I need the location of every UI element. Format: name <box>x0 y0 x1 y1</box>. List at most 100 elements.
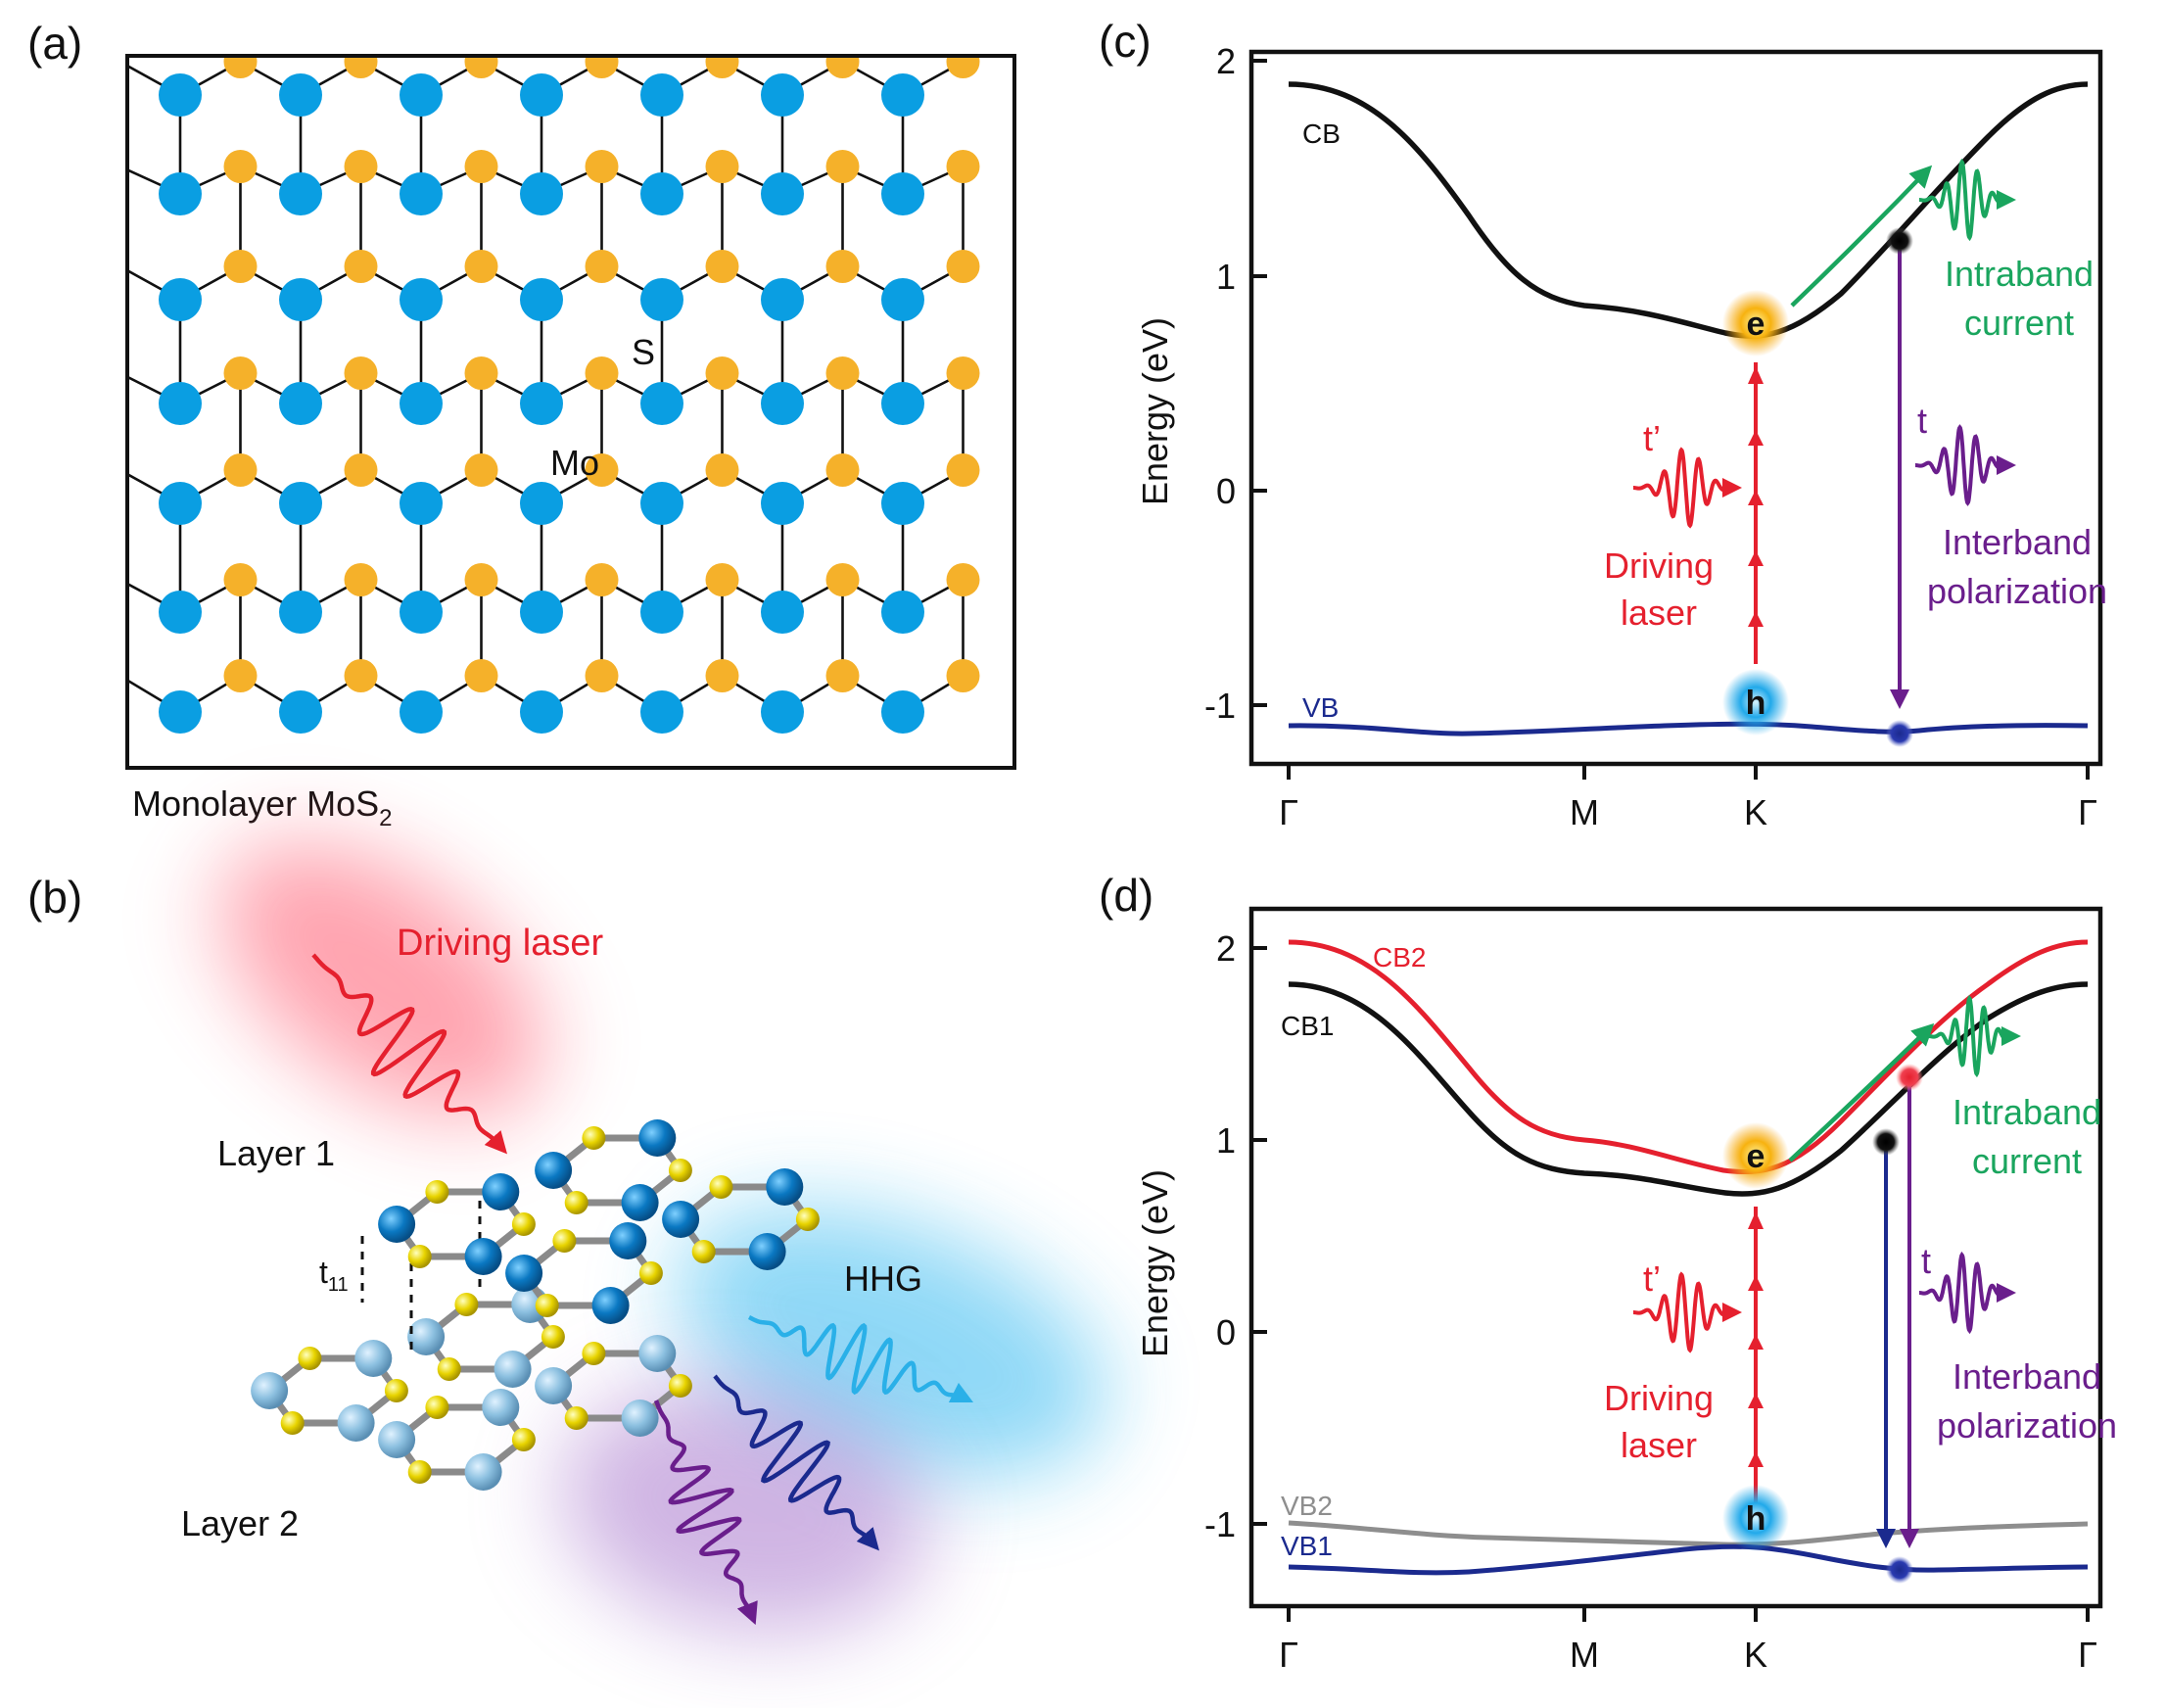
s-atom <box>223 58 258 78</box>
plot-c-interband-label-2: polarization <box>1927 571 2107 611</box>
plot-c-interband-wavepacket <box>1915 424 2016 506</box>
s-atom-3d <box>709 1175 733 1199</box>
panel-d: (d) Energy (eV) 2 1 0 -1 Γ M K Γ CB2 CB1… <box>1099 870 2117 1675</box>
plot-c-driving-label-1: Driving <box>1604 546 1714 586</box>
s-atom <box>223 659 258 692</box>
mo-atom-3d <box>251 1372 289 1409</box>
plot-c-xtick-gamma-left: Γ <box>1279 792 1298 832</box>
plot-c-xtick-k: K <box>1744 792 1767 832</box>
panel-b: (b) Driving laser Layer 1 Layer 2 HHG t1… <box>27 841 1106 1634</box>
mo-atom <box>761 690 804 734</box>
s-atom-3d <box>582 1342 606 1365</box>
plot-d-xtick-gamma-right: Γ <box>2078 1635 2097 1675</box>
plot-d-hole <box>1722 1485 1789 1551</box>
plot-d-electron-dot-cb1 <box>1872 1128 1900 1156</box>
plot-c-vb-label: VB <box>1302 692 1339 723</box>
plot-c-intraband-label-1: Intraband <box>1945 254 2094 294</box>
s-atom <box>344 356 378 390</box>
mo-atom-3d <box>621 1400 659 1437</box>
s-atom-3d <box>795 1208 820 1231</box>
plot-d-interband-label-1: Interband <box>1953 1356 2101 1397</box>
s-atom <box>344 453 378 487</box>
mo-atom <box>279 482 322 525</box>
mo-atom <box>279 278 322 321</box>
mo-atom-3d <box>494 1351 532 1388</box>
plot-c-driving-label-2: laser <box>1621 593 1697 633</box>
mo-atom <box>400 73 443 117</box>
panel-c-label: (c) <box>1099 16 1152 67</box>
mo-atom <box>881 482 924 525</box>
plot-c-hole-label: h <box>1746 685 1766 722</box>
s-atom-3d <box>437 1357 461 1381</box>
lattice-frame <box>125 54 1016 770</box>
mo-atom <box>400 591 443 634</box>
mo-atom <box>400 382 443 425</box>
mo-atom <box>881 73 924 117</box>
s-atom <box>344 659 378 692</box>
mo-atom-3d <box>505 1255 543 1292</box>
mo-atom <box>520 591 563 634</box>
mo-atom <box>159 278 202 321</box>
plot-c-cb-label: CB <box>1302 119 1341 149</box>
plot-d-hole-label: h <box>1746 1500 1766 1538</box>
mo-atom-3d <box>662 1201 700 1238</box>
harmonic-wave-navy <box>713 1374 879 1551</box>
mo-atom-3d <box>337 1404 375 1442</box>
s-atom <box>705 58 739 78</box>
mo-atom-3d <box>482 1389 520 1426</box>
plot-c-ytick-2: 2 <box>1216 41 1236 81</box>
s-atom-3d <box>511 1428 536 1451</box>
s-atom-3d <box>564 1191 588 1214</box>
plot-d-ylabel: Energy (eV) <box>1135 1169 1175 1357</box>
mo-atom <box>520 382 563 425</box>
s-atom <box>705 150 739 183</box>
mo-atom-3d <box>609 1222 647 1259</box>
s-atom-3d <box>535 1294 559 1317</box>
mo-atom <box>279 382 322 425</box>
s-atom-3d <box>638 1261 663 1285</box>
plot-d-cb2-curve <box>1288 939 2089 1175</box>
driving-laser-label: Driving laser <box>397 923 604 964</box>
s-atom <box>223 150 258 183</box>
mo-atom <box>761 482 804 525</box>
mo-atom <box>279 591 322 634</box>
mo-atom-3d <box>378 1206 416 1243</box>
interlayer-hopping-label: t11 <box>319 1255 349 1296</box>
plot-c-electron-dot <box>1886 227 1913 255</box>
plot-d-intraband-wavepacket <box>1928 994 2021 1078</box>
s-atom <box>344 250 378 283</box>
plot-c-photon-steps <box>1748 366 1764 627</box>
plot-d-electron-label: e <box>1747 1138 1765 1175</box>
mo-atom <box>159 172 202 215</box>
s-atom-3d <box>407 1460 432 1484</box>
s-atom-3d <box>407 1245 432 1268</box>
mo-atom <box>520 172 563 215</box>
s-atom <box>464 58 498 78</box>
hhg-emission-wave <box>747 1314 974 1403</box>
s-atom <box>585 356 619 390</box>
plot-d-frame <box>1248 906 2103 1609</box>
mo-atom-3d <box>638 1335 677 1372</box>
s-atom <box>946 453 980 487</box>
s-atom-3d <box>541 1325 565 1349</box>
panel-a-label: (a) <box>27 18 82 69</box>
lattice-caption: Monolayer MoS2 <box>132 783 392 831</box>
plot-c-xtick-m: M <box>1570 792 1599 832</box>
plot-d-ytick-0: 0 <box>1216 1312 1236 1352</box>
mo-atom <box>881 172 924 215</box>
s-atom-3d <box>425 1180 449 1204</box>
mo-atom <box>881 278 924 321</box>
plot-c-ytick-m1: -1 <box>1204 686 1236 726</box>
mo-atom <box>279 73 322 117</box>
s-atom <box>946 150 980 183</box>
plot-c-interband-label-1: Interband <box>1943 522 2092 562</box>
mo-atom-3d <box>354 1340 393 1377</box>
s-atom <box>825 659 860 692</box>
plot-c-cb-curve <box>1288 81 2089 339</box>
s-atom-3d <box>384 1379 408 1402</box>
mo-atom <box>520 690 563 734</box>
s-atom <box>705 250 739 283</box>
mo-atom <box>159 73 202 117</box>
s-atom <box>585 150 619 183</box>
s-atom <box>825 150 860 183</box>
